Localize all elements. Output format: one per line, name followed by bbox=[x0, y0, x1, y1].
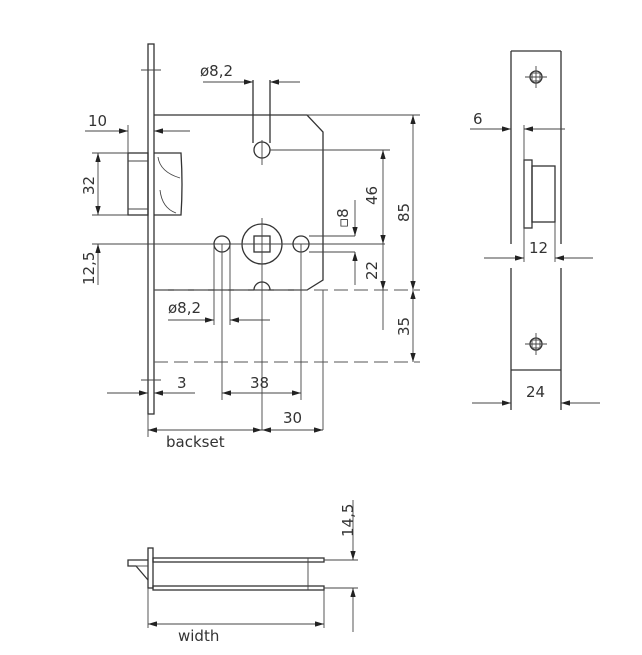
forend-plate bbox=[147, 43, 155, 415]
dim-spindle-to-back: 30 bbox=[283, 409, 302, 427]
dim-spindle-to-keyhole: 22 bbox=[363, 261, 381, 280]
top-view: 14,5 width bbox=[127, 500, 358, 645]
forend-top bbox=[147, 547, 154, 589]
top-hole bbox=[252, 80, 390, 165]
keyhole bbox=[253, 281, 271, 291]
dim-spindle-square: ▫8 bbox=[334, 208, 352, 228]
latch-side bbox=[523, 159, 533, 229]
dim-hole-dia-top: ø8,2 bbox=[200, 62, 233, 80]
dim-latch-projection: 6 bbox=[473, 110, 483, 128]
latch-bolt bbox=[127, 152, 183, 216]
screw-bottom-icon bbox=[525, 333, 547, 355]
dim-latch-height: 32 bbox=[80, 176, 98, 195]
lock-case bbox=[154, 114, 324, 291]
dim-case-height: 85 bbox=[395, 203, 413, 222]
dim-latch-offset: 12,5 bbox=[80, 252, 98, 285]
dim-forend-width: 24 bbox=[526, 383, 545, 401]
spindle-follower bbox=[160, 218, 385, 430]
front-view: ø8,2 10 32 12,5 ▫8 46 22 85 bbox=[80, 43, 420, 451]
dim-hole-dia-bottom: ø8,2 bbox=[168, 299, 201, 317]
side-view: 6 12 24 bbox=[470, 50, 600, 410]
width-label: width bbox=[178, 627, 219, 645]
dim-forend-thickness: 10 bbox=[88, 112, 107, 130]
dim-latch-width: 12 bbox=[529, 239, 548, 257]
dim-case-thickness: 14,5 bbox=[339, 504, 357, 537]
dim-keyhole-to-bottom: 35 bbox=[395, 317, 413, 336]
dim-hole-spacing: 38 bbox=[250, 374, 269, 392]
dim-forend-offset: 3 bbox=[177, 374, 187, 392]
screw-top-icon bbox=[525, 66, 547, 88]
dim-latch-to-spindle: 46 bbox=[363, 186, 381, 205]
backset-label: backset bbox=[166, 433, 225, 451]
